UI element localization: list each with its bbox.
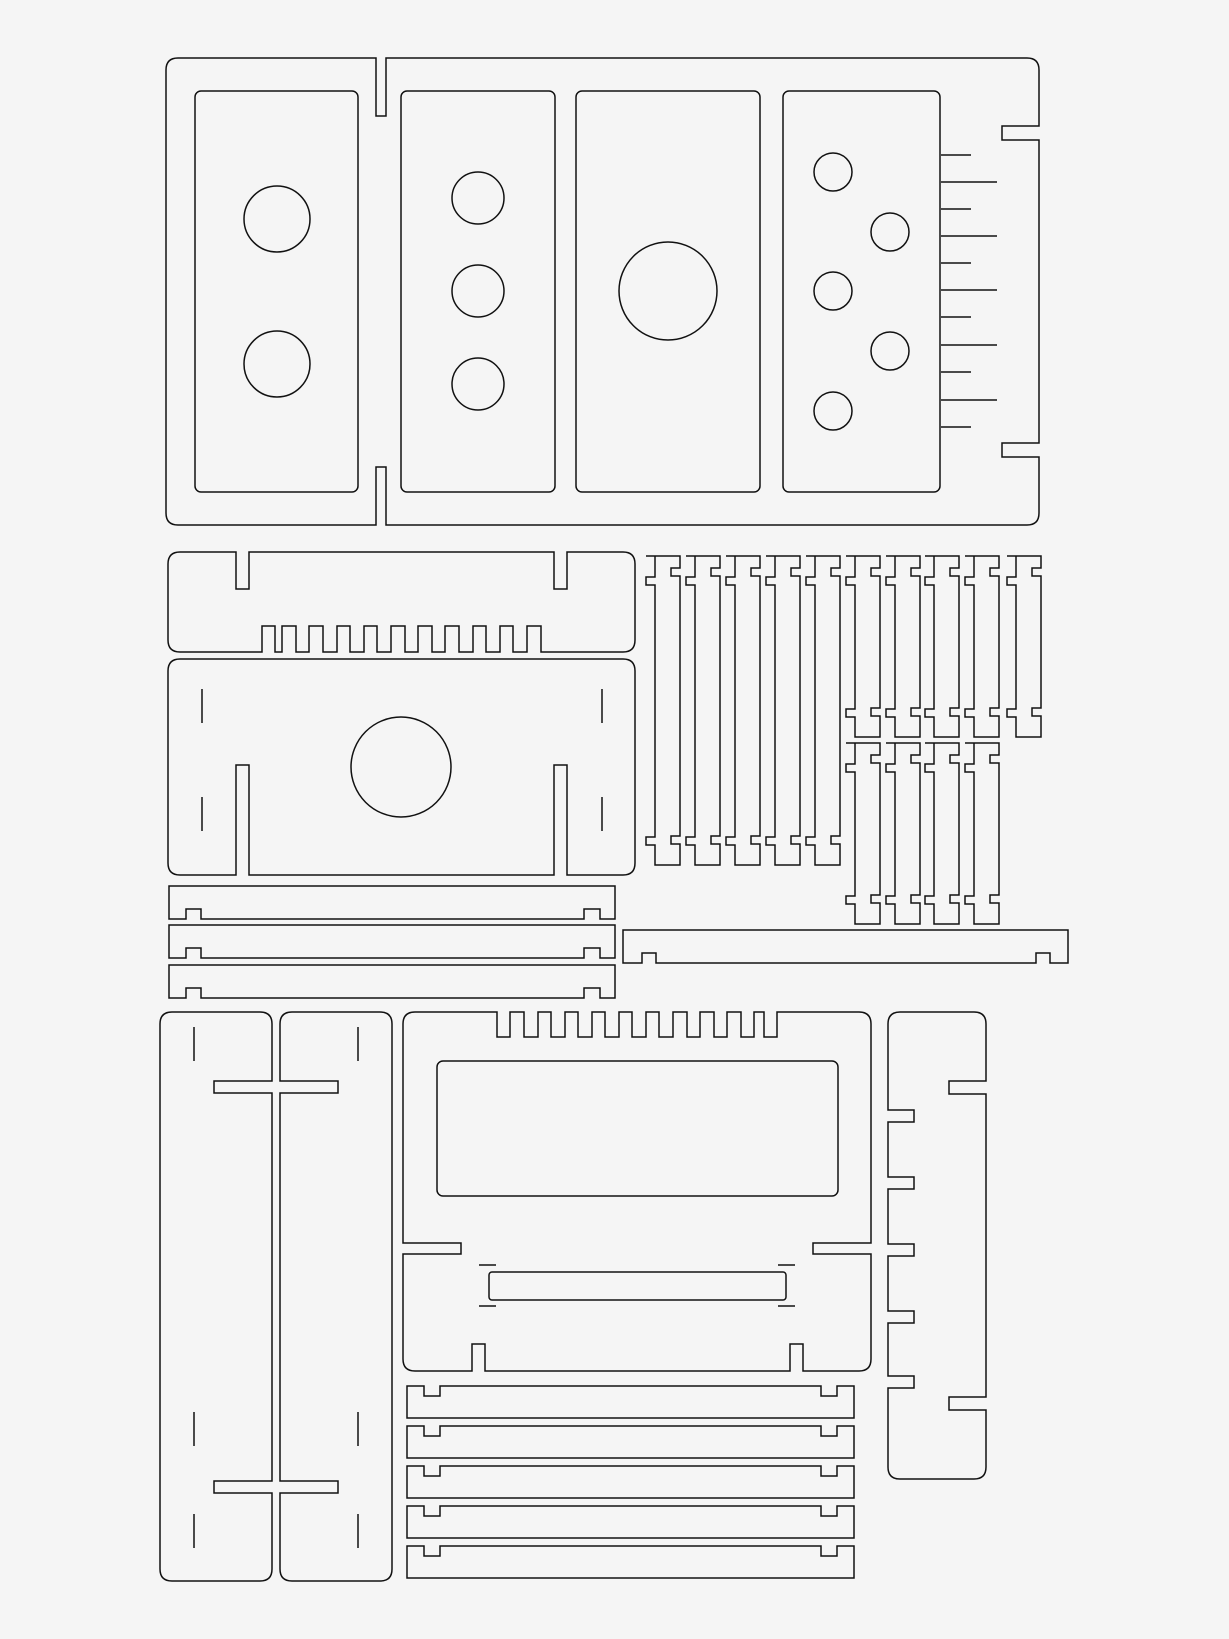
rail-bottom — [406, 1385, 855, 1419]
slat-vertical-tall — [805, 555, 841, 866]
slat-vertical-lower — [924, 742, 960, 925]
side-panel-teeth-outline — [887, 1011, 987, 1480]
rails-bottom — [406, 1385, 855, 1579]
slat-vertical-lower — [964, 742, 1000, 925]
slat-vertical-upper — [885, 555, 921, 738]
compartment-cutout — [782, 90, 941, 493]
round-hole — [243, 330, 311, 398]
slat-vertical-upper — [964, 555, 1000, 738]
slat-vertical-lower — [845, 742, 881, 925]
round-hole — [451, 171, 505, 225]
slat-vertical-upper — [1006, 555, 1042, 738]
slat-vertical-tall — [645, 555, 681, 866]
round-hole-small — [813, 391, 853, 431]
strip-comb-outline — [167, 551, 636, 653]
slat-short — [168, 885, 616, 920]
slat-short — [168, 964, 616, 999]
rail-bottom — [406, 1465, 855, 1499]
side-panel-right — [279, 1011, 393, 1582]
compartment-cutout — [575, 90, 761, 493]
slat-vertical-upper — [845, 555, 881, 738]
side-panels — [159, 1011, 393, 1582]
round-hole — [243, 185, 311, 253]
round-hole — [451, 264, 505, 318]
scale-ticks — [941, 154, 997, 428]
round-hole-small — [870, 212, 910, 252]
round-hole-large — [350, 716, 452, 818]
window-cutout — [436, 1060, 839, 1197]
slat-long-outline — [622, 929, 1069, 964]
round-hole-small — [813, 152, 853, 192]
side-panel-teeth — [887, 1011, 987, 1480]
compartment-holes-5 — [782, 90, 941, 493]
slat-vertical-tall — [765, 555, 801, 866]
round-hole-small — [813, 271, 853, 311]
rail-bottom — [406, 1545, 855, 1579]
slot-cutout — [488, 1271, 787, 1301]
round-hole-small — [870, 331, 910, 371]
slat-vertical-lower — [885, 742, 921, 925]
panel-large-top — [165, 57, 1040, 526]
panel-front-hole — [167, 658, 636, 876]
strip-comb — [167, 551, 636, 653]
side-panel-left — [159, 1011, 273, 1582]
panel-large-top-outline — [165, 57, 1040, 526]
compartment-cutout — [194, 90, 359, 493]
slats-vertical — [645, 555, 1042, 925]
slat-vertical-upper — [924, 555, 960, 738]
slat-vertical-tall — [685, 555, 721, 866]
panel-window-outline — [402, 1011, 872, 1372]
slat-short — [168, 924, 616, 959]
slat-long — [622, 929, 1069, 964]
compartment-cutout — [400, 90, 556, 493]
round-hole — [451, 357, 505, 411]
slats-short — [168, 885, 616, 999]
rail-bottom — [406, 1505, 855, 1539]
panel-window — [402, 1011, 872, 1372]
rail-bottom — [406, 1425, 855, 1459]
round-hole-large — [618, 241, 718, 341]
compartment-hole-1 — [575, 90, 761, 493]
slat-vertical-tall — [725, 555, 761, 866]
compartment-holes-3 — [400, 90, 556, 493]
panel-front-outline — [167, 658, 636, 876]
compartment-holes-2 — [194, 90, 359, 493]
